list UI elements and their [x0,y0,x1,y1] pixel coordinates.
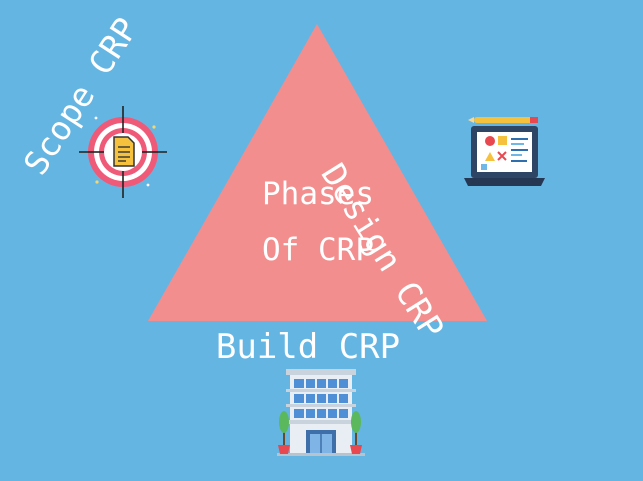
center-title-line-1: Phases [262,176,374,212]
design-laptop-icon [464,117,545,186]
target-document-icon [79,106,167,198]
center-title: Phases Of CRP [208,166,428,278]
phase-label-build: Build CRP [215,327,401,367]
office-building-icon [277,369,365,456]
phases-triangle [148,24,487,321]
center-title-line-2: Of CRP [262,232,374,268]
